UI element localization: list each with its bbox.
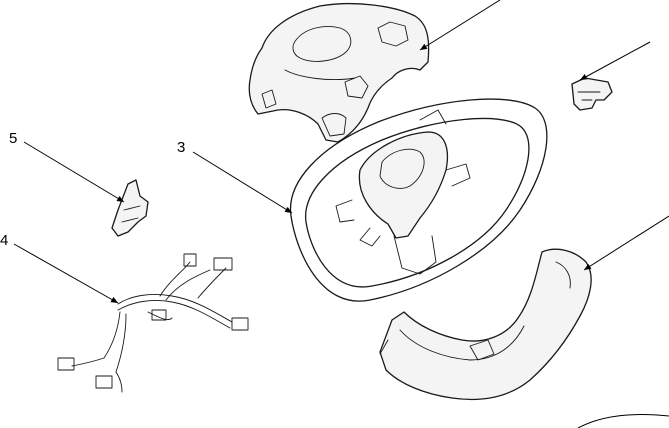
leader-lower-cover <box>583 215 669 271</box>
leader-bottom-right <box>577 414 669 428</box>
wiring-harness-part-4 <box>57 253 249 393</box>
lower-cover-part <box>379 248 592 401</box>
leader-part-5 <box>23 141 125 203</box>
switch-part-right <box>571 77 613 111</box>
leader-part-4 <box>13 243 119 304</box>
upper-cover-part <box>248 2 430 143</box>
callout-3: 3 <box>177 139 186 156</box>
leader-lines <box>13 0 669 428</box>
clip-part-5 <box>111 179 149 237</box>
leader-upper-cover <box>419 0 501 51</box>
leader-part-3 <box>192 151 293 214</box>
steering-wheel-part <box>289 98 548 302</box>
callout-4: 4 <box>0 232 9 249</box>
callout-5: 5 <box>9 130 18 147</box>
leader-switch-right <box>579 41 651 81</box>
